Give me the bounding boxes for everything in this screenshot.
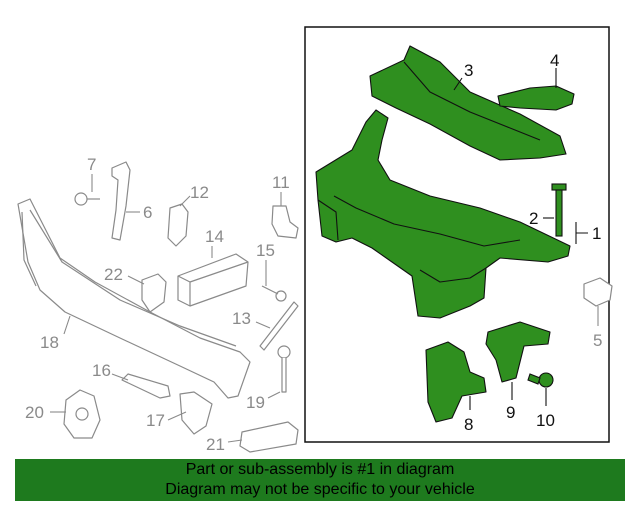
grey-parts: [17, 161, 613, 453]
leader-16: [111, 373, 129, 381]
part-18-bumper-flange: [21, 211, 37, 287]
callout-21: 21: [206, 435, 225, 454]
banner-line-2: Diagram may not be specific to your vehi…: [165, 481, 475, 498]
part-20-housing-hole: [75, 407, 89, 421]
callout-3: 3: [464, 61, 473, 80]
assembly-frame: [304, 26, 610, 443]
callout-numbers: 1 2 3 4 5 6 7 8 9 10 11 12 13 14 15 16 1…: [25, 51, 602, 454]
callout-18: 18: [40, 333, 59, 352]
leader-18: [63, 315, 71, 335]
info-banner: Part or sub-assembly is #1 in diagram Di…: [15, 459, 625, 501]
part-14-box-edge: [177, 261, 249, 306]
callout-11: 11: [272, 173, 290, 192]
callout-5: 5: [593, 331, 602, 350]
callout-9: 9: [506, 403, 515, 422]
leader-22: [127, 275, 145, 285]
part-2-bolt-head: [551, 183, 567, 191]
part-1-inner-edge: [333, 195, 521, 247]
part-10-bolt-shank: [527, 373, 541, 385]
part-14-box: [177, 253, 249, 307]
callout-7: 7: [87, 155, 96, 174]
leader-12: [179, 195, 191, 207]
leader-3: [453, 77, 463, 91]
callout-10: 10: [536, 411, 555, 430]
part-1-right-post: [419, 267, 487, 283]
callout-2: 2: [529, 209, 538, 228]
part-2-bolt: [551, 183, 567, 237]
part-10-bolt: [527, 372, 554, 388]
callout-19: 19: [246, 393, 265, 412]
callout-13: 13: [232, 309, 251, 328]
part-10-bolt-head: [538, 372, 554, 388]
callout-20: 20: [25, 403, 44, 422]
part-18-bumper-inner: [29, 209, 237, 347]
part-13-rod: [259, 301, 299, 351]
part-12-bracket: [167, 203, 189, 247]
part-17-bracket: [179, 391, 213, 435]
callout-6: 6: [143, 203, 152, 222]
part-3-upper-tie-bar: [369, 45, 567, 161]
leader-1: [575, 222, 588, 244]
part-11-bracket: [271, 205, 299, 239]
part-18-bumper-beam: [17, 198, 251, 399]
part-9-bracket: [485, 321, 551, 383]
part-2-bolt-shank: [555, 189, 563, 237]
callout-16: 16: [92, 361, 111, 380]
leader-lines: [50, 68, 599, 443]
leader-19: [267, 391, 281, 399]
part-19-bolt-shank: [281, 358, 287, 393]
part-21-block: [239, 421, 299, 453]
part-1-radiator-support: [315, 109, 571, 319]
callout-12: 12: [190, 183, 209, 202]
part-16-strip: [121, 373, 171, 399]
callout-4: 4: [550, 51, 559, 70]
callout-17: 17: [146, 411, 165, 430]
part-8-air-guide: [425, 341, 487, 423]
banner-line-1: Part or sub-assembly is #1 in diagram: [185, 461, 455, 478]
green-parts: [315, 45, 575, 423]
part-3-ridge: [403, 61, 541, 141]
callout-8: 8: [464, 415, 473, 434]
leader-13: [255, 321, 271, 329]
part-15-bolt: [275, 290, 287, 302]
leader-21: [227, 439, 243, 443]
part-1-left-post: [317, 199, 339, 241]
callout-1: 1: [592, 224, 601, 243]
part-22-bracket: [141, 273, 167, 313]
part-4-bracket: [497, 85, 575, 111]
part-15-bolt-shank: [261, 285, 279, 295]
callout-15: 15: [256, 241, 275, 260]
part-19-bolt-head: [277, 345, 291, 359]
part-7-bolt-head: [74, 192, 88, 206]
leader-17: [167, 411, 187, 421]
callout-14: 14: [205, 227, 224, 246]
callout-22: 22: [104, 265, 123, 284]
part-5-bracket: [583, 277, 613, 307]
part-6-bracket: [111, 161, 131, 241]
